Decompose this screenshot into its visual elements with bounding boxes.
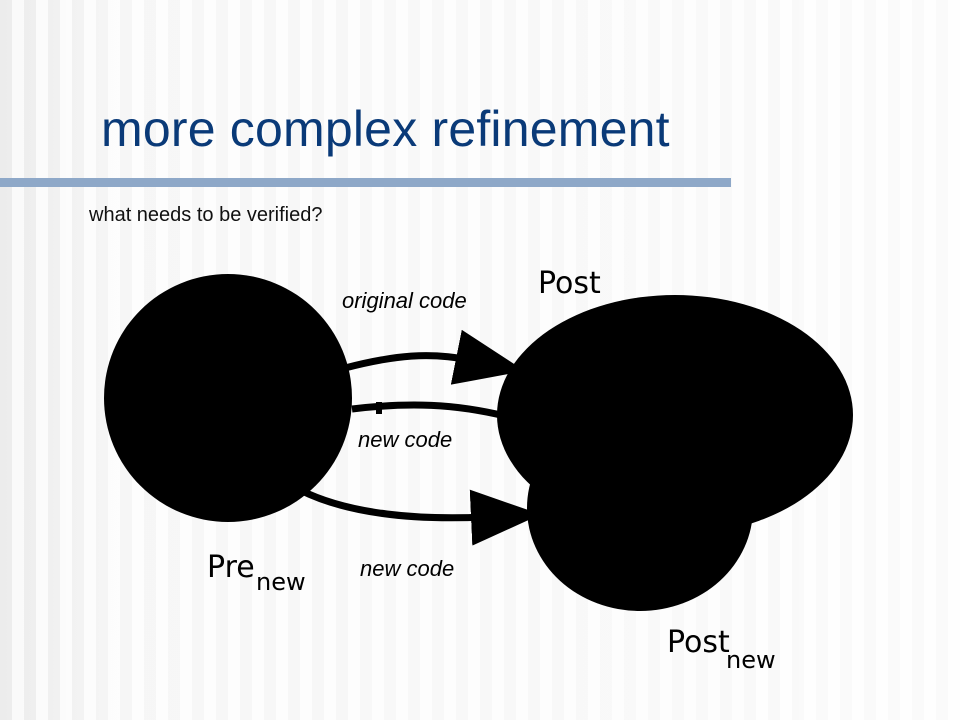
pre-circle [104, 274, 352, 522]
arrow-new-code-bottom [298, 486, 541, 546]
slide-title: more complex refinement [101, 101, 670, 157]
post-label: Post [538, 266, 601, 301]
arrow-new-code-tick [376, 402, 382, 414]
pre-label: Pre [207, 550, 255, 585]
new-code-middle-label: new code [358, 427, 452, 452]
slide-question: what needs to be verified? [89, 204, 323, 226]
title-underline-bar [0, 178, 731, 187]
new-code-bottom-label: new code [360, 556, 454, 581]
arrow-original-code [344, 329, 525, 385]
original-code-label: original code [342, 288, 467, 313]
post-new-subscript: new [726, 646, 776, 674]
post-circle [497, 295, 853, 535]
post-new-label: Post [667, 625, 730, 660]
arrow-new-code-middle [351, 401, 506, 420]
pre-subscript: new [256, 568, 306, 596]
